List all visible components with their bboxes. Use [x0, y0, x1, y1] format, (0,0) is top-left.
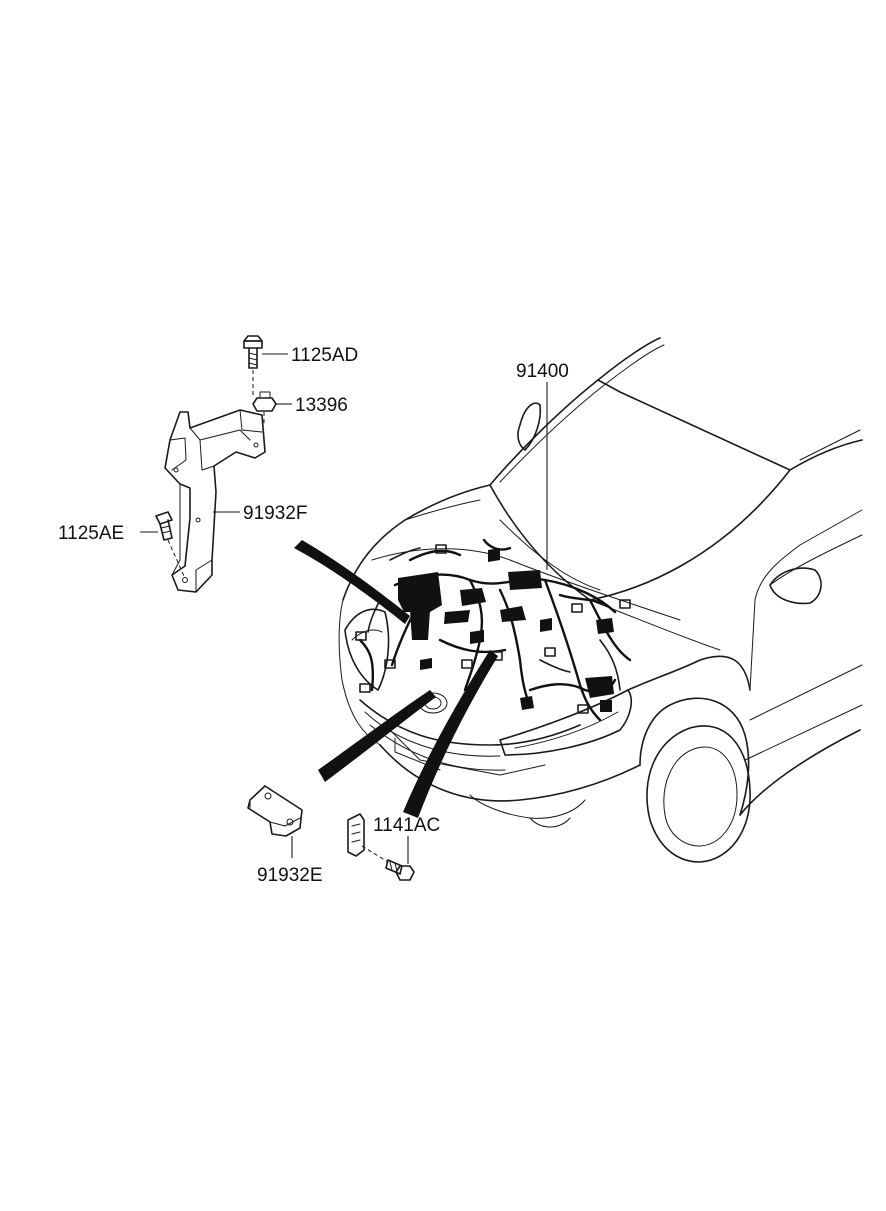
bolt-1141ac [385, 859, 415, 881]
label-1125ad: 1125AD [291, 345, 358, 366]
leader-lines [140, 353, 548, 864]
bolt-1125ae [155, 511, 185, 577]
clip-1141ac [347, 813, 389, 863]
label-13396: 13396 [295, 395, 348, 416]
label-91932f: 91932F [243, 503, 307, 524]
pointer-swooshes [294, 540, 498, 818]
label-1125ae: 1125AE [58, 523, 124, 544]
label-91400: 91400 [516, 361, 569, 382]
bolt-1125ad [243, 335, 263, 398]
engine-wiring-harness [355, 538, 632, 722]
bracket-91932e [247, 785, 303, 837]
label-91932e: 91932E [257, 865, 323, 886]
label-1141ac: 1141AC [373, 815, 440, 836]
nut-13396 [252, 391, 277, 425]
bracket-91932f [164, 409, 266, 593]
